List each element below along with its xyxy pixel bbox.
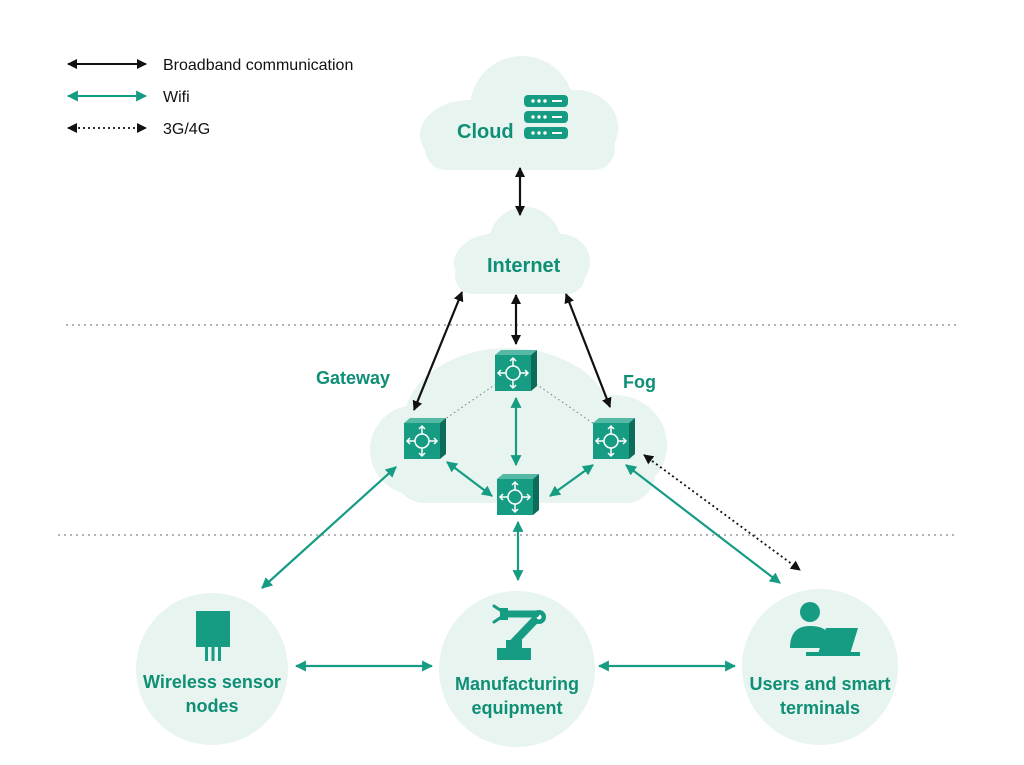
sensor-icon xyxy=(196,611,230,661)
gateway-sensor-arrow xyxy=(261,466,397,589)
legend: Broadband communication Wifi 3G/4G xyxy=(66,57,353,138)
router-fog-icon xyxy=(593,418,635,459)
legend-mobile-label: 3G/4G xyxy=(163,121,210,138)
fog-users-arrow xyxy=(625,464,781,584)
gateway-router-bottom-arrow xyxy=(446,461,493,497)
router-gateway-icon xyxy=(404,418,446,459)
mobile-users-fog-arrow xyxy=(643,454,801,571)
cloud-label: Cloud xyxy=(457,121,514,143)
internet-label: Internet xyxy=(487,255,561,277)
internet-fog-arrow xyxy=(564,293,612,408)
router-bottom-icon xyxy=(497,474,539,515)
manufacturing-label-line1: Manufacturing xyxy=(455,674,579,694)
robot-arm-icon xyxy=(492,604,546,660)
gateway-label: Gateway xyxy=(316,368,390,388)
sensor-label-line1: Wireless sensor xyxy=(143,672,281,692)
legend-broadband-label: Broadband communication xyxy=(163,57,353,74)
sensor-node-circle xyxy=(136,593,288,745)
manufacturing-label-line2: equipment xyxy=(471,698,562,718)
internet-cloud-shape xyxy=(454,207,590,294)
legend-wifi-label: Wifi xyxy=(163,89,190,106)
sensor-label-line2: nodes xyxy=(185,696,238,716)
router-top-icon xyxy=(495,350,537,391)
internet-gateway-arrow xyxy=(412,291,464,411)
cloud-shape xyxy=(420,56,618,170)
users-label-line2: terminals xyxy=(780,698,860,718)
user-laptop-icon xyxy=(790,602,860,656)
users-label-line1: Users and smart xyxy=(749,674,890,694)
fog-label: Fog xyxy=(623,372,656,392)
manufacturing-node-circle xyxy=(439,591,595,747)
users-node-circle xyxy=(742,589,898,745)
fog-router-bottom-arrow xyxy=(549,464,594,497)
server-stack-icon xyxy=(524,95,568,139)
